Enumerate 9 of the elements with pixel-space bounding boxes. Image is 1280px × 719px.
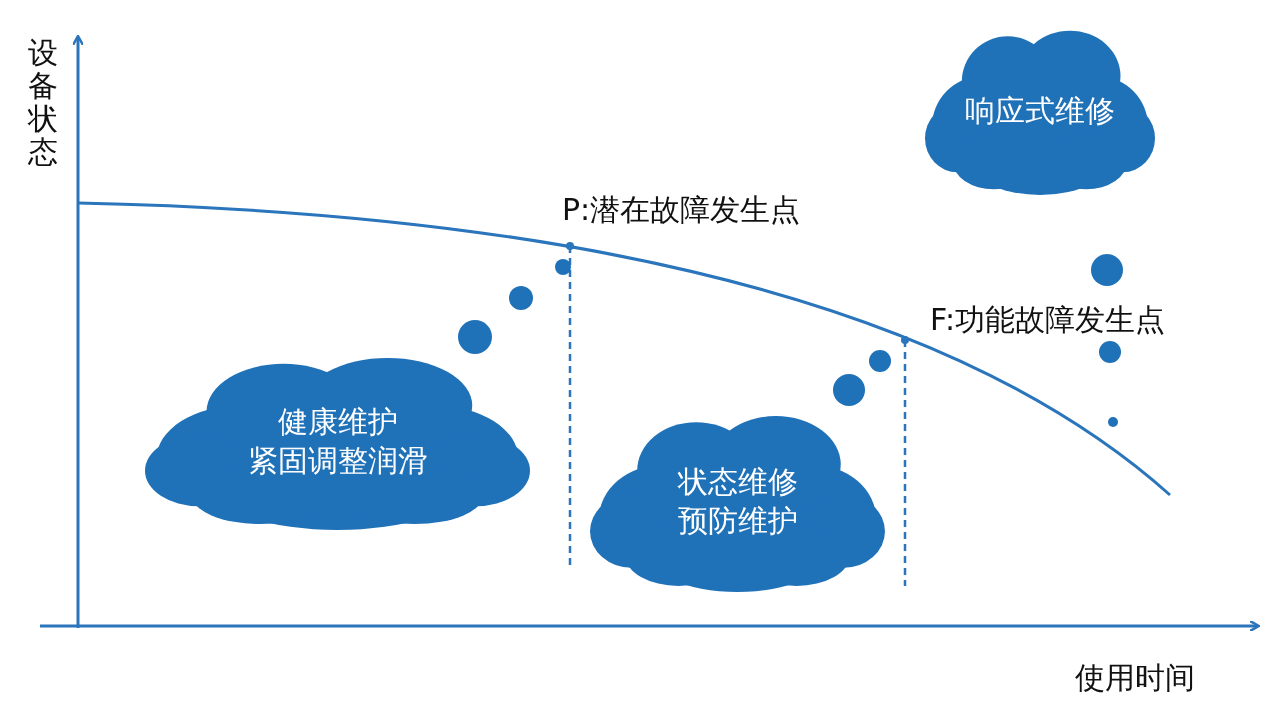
axis-label: 使用时间	[1075, 659, 1195, 697]
axis-label: 设备状态	[28, 36, 58, 168]
cloud-text: 健康维护	[277, 403, 398, 441]
point-label: P:潜在故障发生点	[562, 191, 801, 229]
point-label: F:功能故障发生点	[930, 301, 1166, 339]
cloud-text: 响应式维修	[965, 91, 1115, 130]
cloud-text: 预防维护	[677, 502, 798, 540]
cloud-text: 状态维修	[677, 463, 798, 501]
cloud-text: 紧固调整润滑	[247, 442, 428, 480]
